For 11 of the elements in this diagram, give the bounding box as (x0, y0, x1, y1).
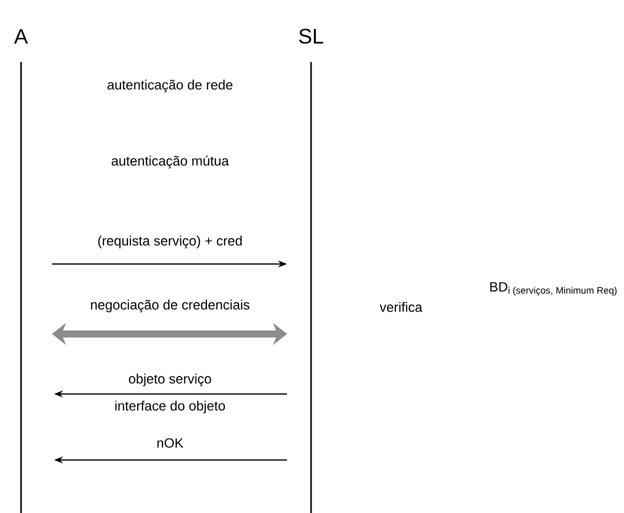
label: $\mathrm{BD}_{\text{i (serviços, Minimum Req)}}$ (490, 282, 617, 296)
edge-label: negociação de credenciais (89, 298, 251, 314)
edge-label: nOK (156, 437, 184, 449)
label: autenticação mútua (110, 154, 230, 170)
label: interface do objeto (113, 400, 227, 414)
edge-label: objeto serviço (127, 372, 213, 388)
lifeline: A (14, 29, 28, 513)
lifeline: SL (299, 28, 324, 513)
edge-label: (requista serviço) + cred (96, 234, 244, 250)
label: verifica (378, 301, 424, 313)
label: autenticação de rede (106, 78, 234, 94)
